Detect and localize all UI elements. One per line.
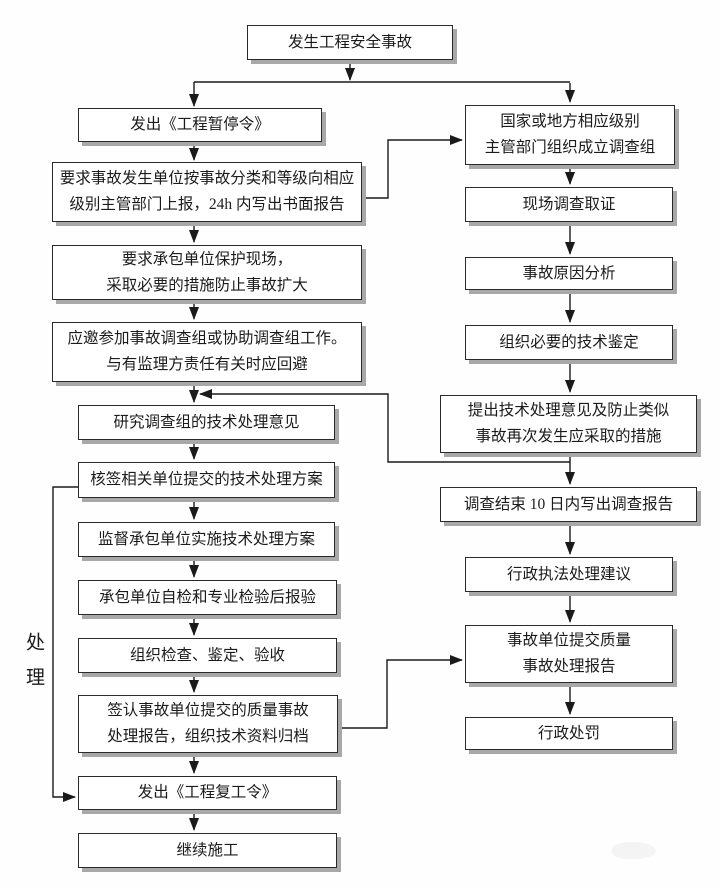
node-join-investigation-team: 应邀参加事故调查组或协助调查组工作。 与有监理方责任有关时应回避 <box>52 322 362 382</box>
node-label: 发生工程安全事故 <box>287 33 412 51</box>
node-enforcement-suggestion: 行政执法处理建议 <box>465 557 673 592</box>
node-label: 监督承包单位实施技术处理方案 <box>97 530 315 548</box>
node-protect-site: 要求承包单位保护现场， 采取必要的措施防止事故扩大 <box>52 245 362 300</box>
node-site-investigation: 现场调查取证 <box>465 187 673 222</box>
node-cause-analysis: 事故原因分析 <box>465 257 673 290</box>
node-label-line2: 与有监理方责任有关时应回避 <box>106 356 308 373</box>
node-label: 现场调查取证 <box>522 195 616 213</box>
node-label-line1: 要求事故发生单位按事故分类和等级向相应 <box>59 170 355 187</box>
node-technical-appraisal: 组织必要的技术鉴定 <box>465 325 673 360</box>
edge-sign-to-submit <box>338 655 463 729</box>
node-label: 发出《工程复工令》 <box>137 784 278 801</box>
node-label-line1: 提出技术处理意见及防止类似 <box>467 402 670 419</box>
node-label-line1: 国家或地方相应级别 <box>500 113 640 130</box>
node-supervise-implementation: 监督承包单位实施技术处理方案 <box>78 522 335 557</box>
node-label: 研究调查组的技术处理意见 <box>113 413 300 431</box>
node-label: 承包单位自检和专业检验后报验 <box>98 588 316 606</box>
node-propose-measures: 提出技术处理意见及防止类似 事故再次发生应采取的措施 <box>440 395 697 453</box>
node-investigation-report-10days: 调查结束 10 日内写出调查报告 <box>440 487 697 522</box>
node-label: 继续施工 <box>176 841 239 859</box>
node-label: 组织检查、鉴定、验收 <box>129 646 285 664</box>
node-label-line2: 级别主管部门上报，24h 内写出书面报告 <box>69 196 345 213</box>
node-form-investigation-team: 国家或地方相应级别 主管部门组织成立调查组 <box>465 105 675 165</box>
node-accident-occurs: 发生工程安全事故 <box>247 25 453 60</box>
node-label: 核签相关单位提交的技术处理方案 <box>90 471 323 488</box>
edge-countersign-to-resume <box>52 486 78 802</box>
node-label-line2: 事故处理报告 <box>522 658 616 675</box>
node-label: 行政执法处理建议 <box>506 565 631 583</box>
node-label-line1: 要求承包单位保护现场， <box>121 250 293 268</box>
edge-measures-to-study <box>199 389 570 463</box>
node-label-line1: 应邀参加事故调查组或协助调查组工作。 <box>67 330 347 347</box>
node-sign-quality-report: 签认事故单位提交的质量事故 处理报告，组织技术资料归档 <box>78 695 338 753</box>
node-label: 组织必要的技术鉴定 <box>499 333 639 351</box>
watermark <box>612 842 656 859</box>
node-issue-suspension-order: 发出《工程暂停令》 <box>78 108 322 142</box>
edge-report-to-team <box>362 135 463 199</box>
node-report-within-24h: 要求事故发生单位按事故分类和等级向相应 级别主管部门上报，24h 内写出书面报告 <box>52 162 362 222</box>
node-label-line2: 采取必要的措施防止事故扩大 <box>106 276 308 294</box>
node-organize-acceptance: 组织检查、鉴定、验收 <box>78 638 337 673</box>
node-label: 事故原因分析 <box>522 264 616 282</box>
node-study-technical-opinions: 研究调查组的技术处理意见 <box>78 405 335 440</box>
node-label-line1: 事故单位提交质量 <box>506 632 631 649</box>
node-label-line1: 签认事故单位提交的质量事故 <box>107 702 309 719</box>
node-label: 行政处罚 <box>537 724 600 742</box>
node-label-line2: 主管部门组织成立调查组 <box>484 139 656 156</box>
node-issue-resume-order: 发出《工程复工令》 <box>78 776 337 810</box>
node-administrative-penalty: 行政处罚 <box>465 717 673 750</box>
node-label: 发出《工程暂停令》 <box>130 116 270 133</box>
node-continue-construction: 继续施工 <box>78 833 337 868</box>
node-label-line2: 处理报告，组织技术资料归档 <box>107 728 309 745</box>
node-countersign-technical-plan: 核签相关单位提交的技术处理方案 <box>78 462 335 498</box>
side-label-handling: 处理 <box>23 632 44 702</box>
node-label-line2: 事故再次发生应采取的措施 <box>475 428 662 445</box>
node-contractor-self-check: 承包单位自检和专业检验后报验 <box>78 580 337 615</box>
node-label: 调查结束 10 日内写出调查报告 <box>463 495 674 513</box>
node-submit-quality-report: 事故单位提交质量 事故处理报告 <box>465 625 673 683</box>
